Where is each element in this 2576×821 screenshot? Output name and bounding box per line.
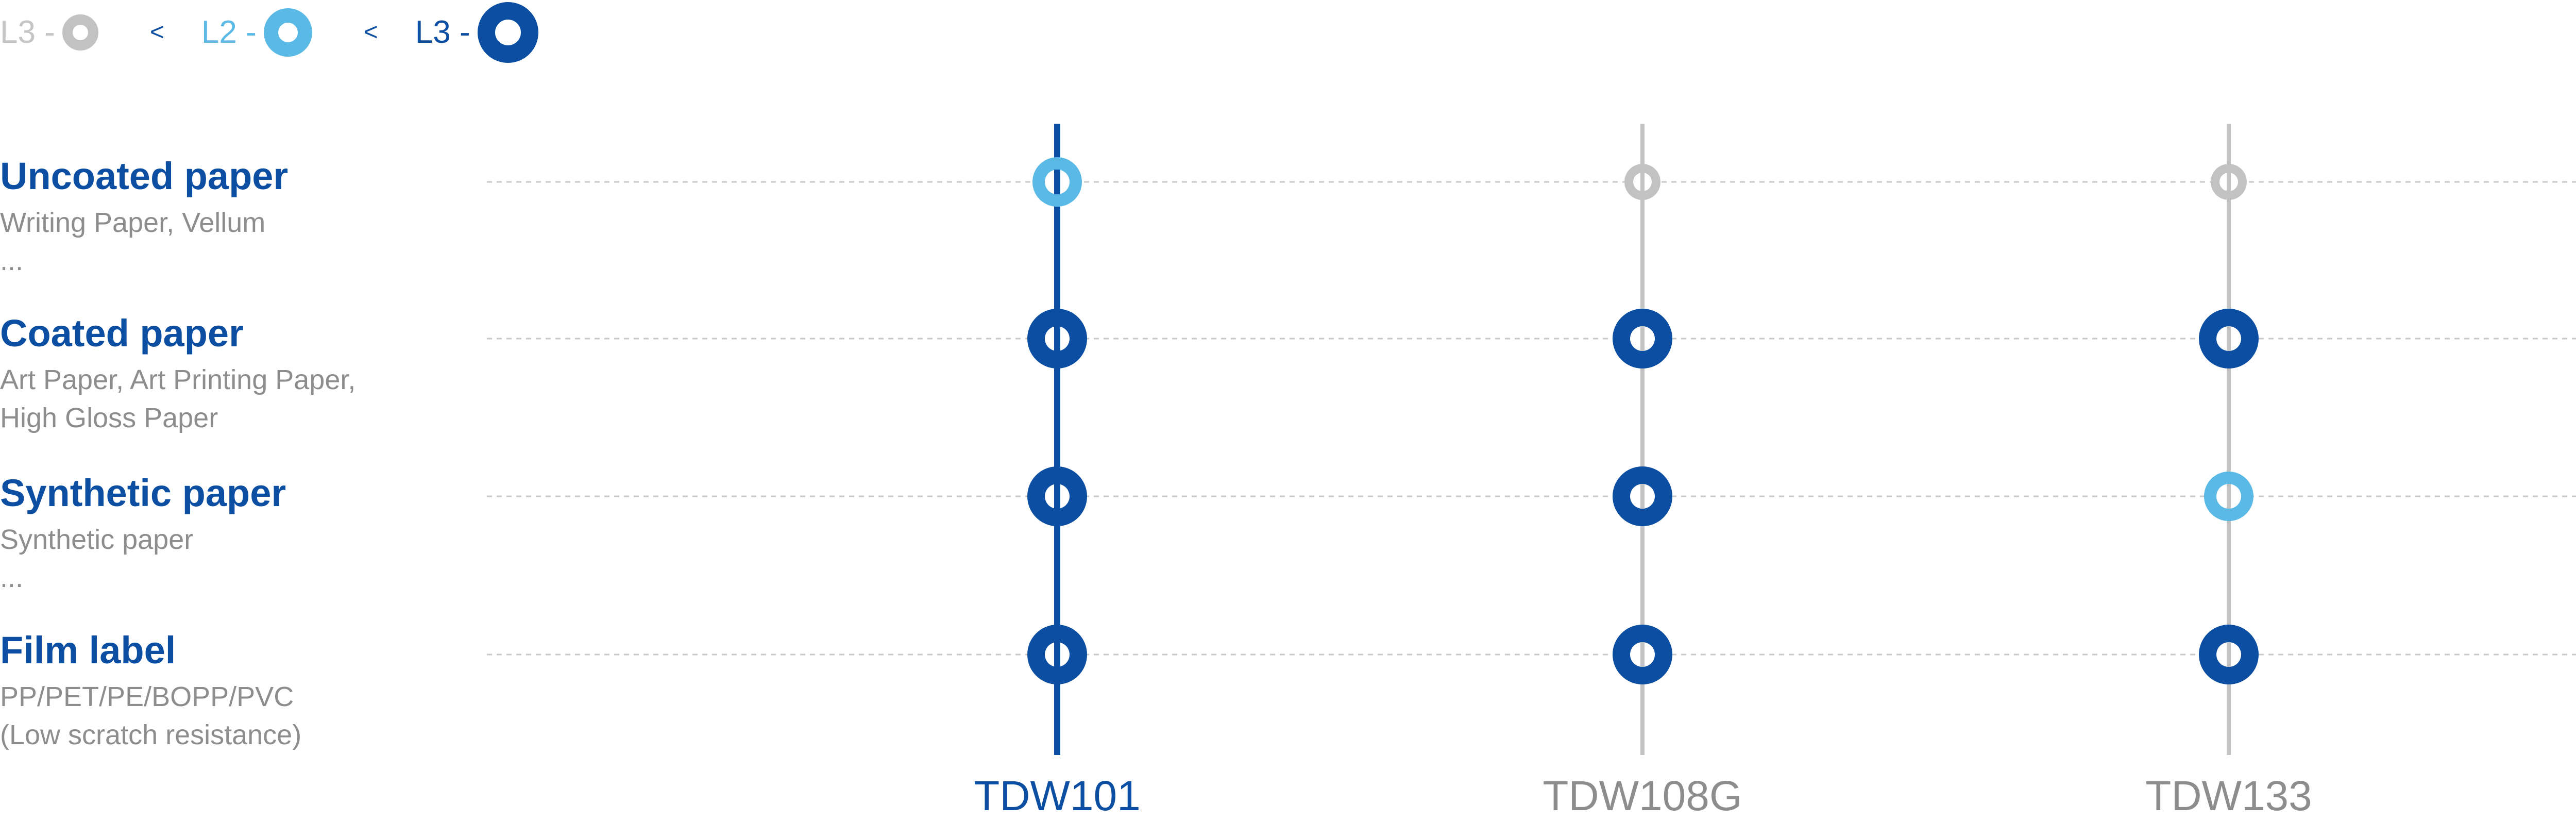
row-label-uncoated-paper: Uncoated paper Writing Paper, Vellum ... xyxy=(0,157,402,280)
legend-label-low: L3 - xyxy=(0,14,55,50)
row-title: Synthetic paper xyxy=(0,472,286,514)
row-title: Coated paper xyxy=(0,312,244,355)
legend: L3 - < L2 - < L3 - xyxy=(0,2,538,63)
row-title: Film label xyxy=(0,629,176,672)
product-label-tdw133: TDW133 xyxy=(2145,773,2312,819)
legend-item-low: L3 - xyxy=(0,14,98,51)
legend-item-mid: L2 - xyxy=(201,8,312,57)
legend-item-high: L3 - xyxy=(415,2,538,63)
legend-marker-low-icon xyxy=(62,14,98,51)
legend-separator: < xyxy=(149,19,164,46)
product-label-tdw108g: TDW108G xyxy=(1543,773,1742,819)
row-label-coated-paper: Coated paper Art Paper, Art Printing Pap… xyxy=(0,314,402,437)
row-description: Art Paper, Art Printing Paper, High Glos… xyxy=(0,364,356,433)
row-label-film-label: Film label PP/PET/PE/BOPP/PVC (Low scrat… xyxy=(0,631,402,754)
row-description: Writing Paper, Vellum ... xyxy=(0,207,266,276)
legend-separator: < xyxy=(363,19,378,46)
row-label-synthetic-paper: Synthetic paper Synthetic paper ... xyxy=(0,474,402,597)
product-label-tdw101: TDW101 xyxy=(974,773,1141,819)
legend-label-mid: L2 - xyxy=(201,14,257,50)
row-title: Uncoated paper xyxy=(0,155,289,197)
row-description: PP/PET/PE/BOPP/PVC (Low scratch resistan… xyxy=(0,681,302,750)
legend-label-high: L3 - xyxy=(415,14,470,50)
row-description: Synthetic paper ... xyxy=(0,524,194,593)
